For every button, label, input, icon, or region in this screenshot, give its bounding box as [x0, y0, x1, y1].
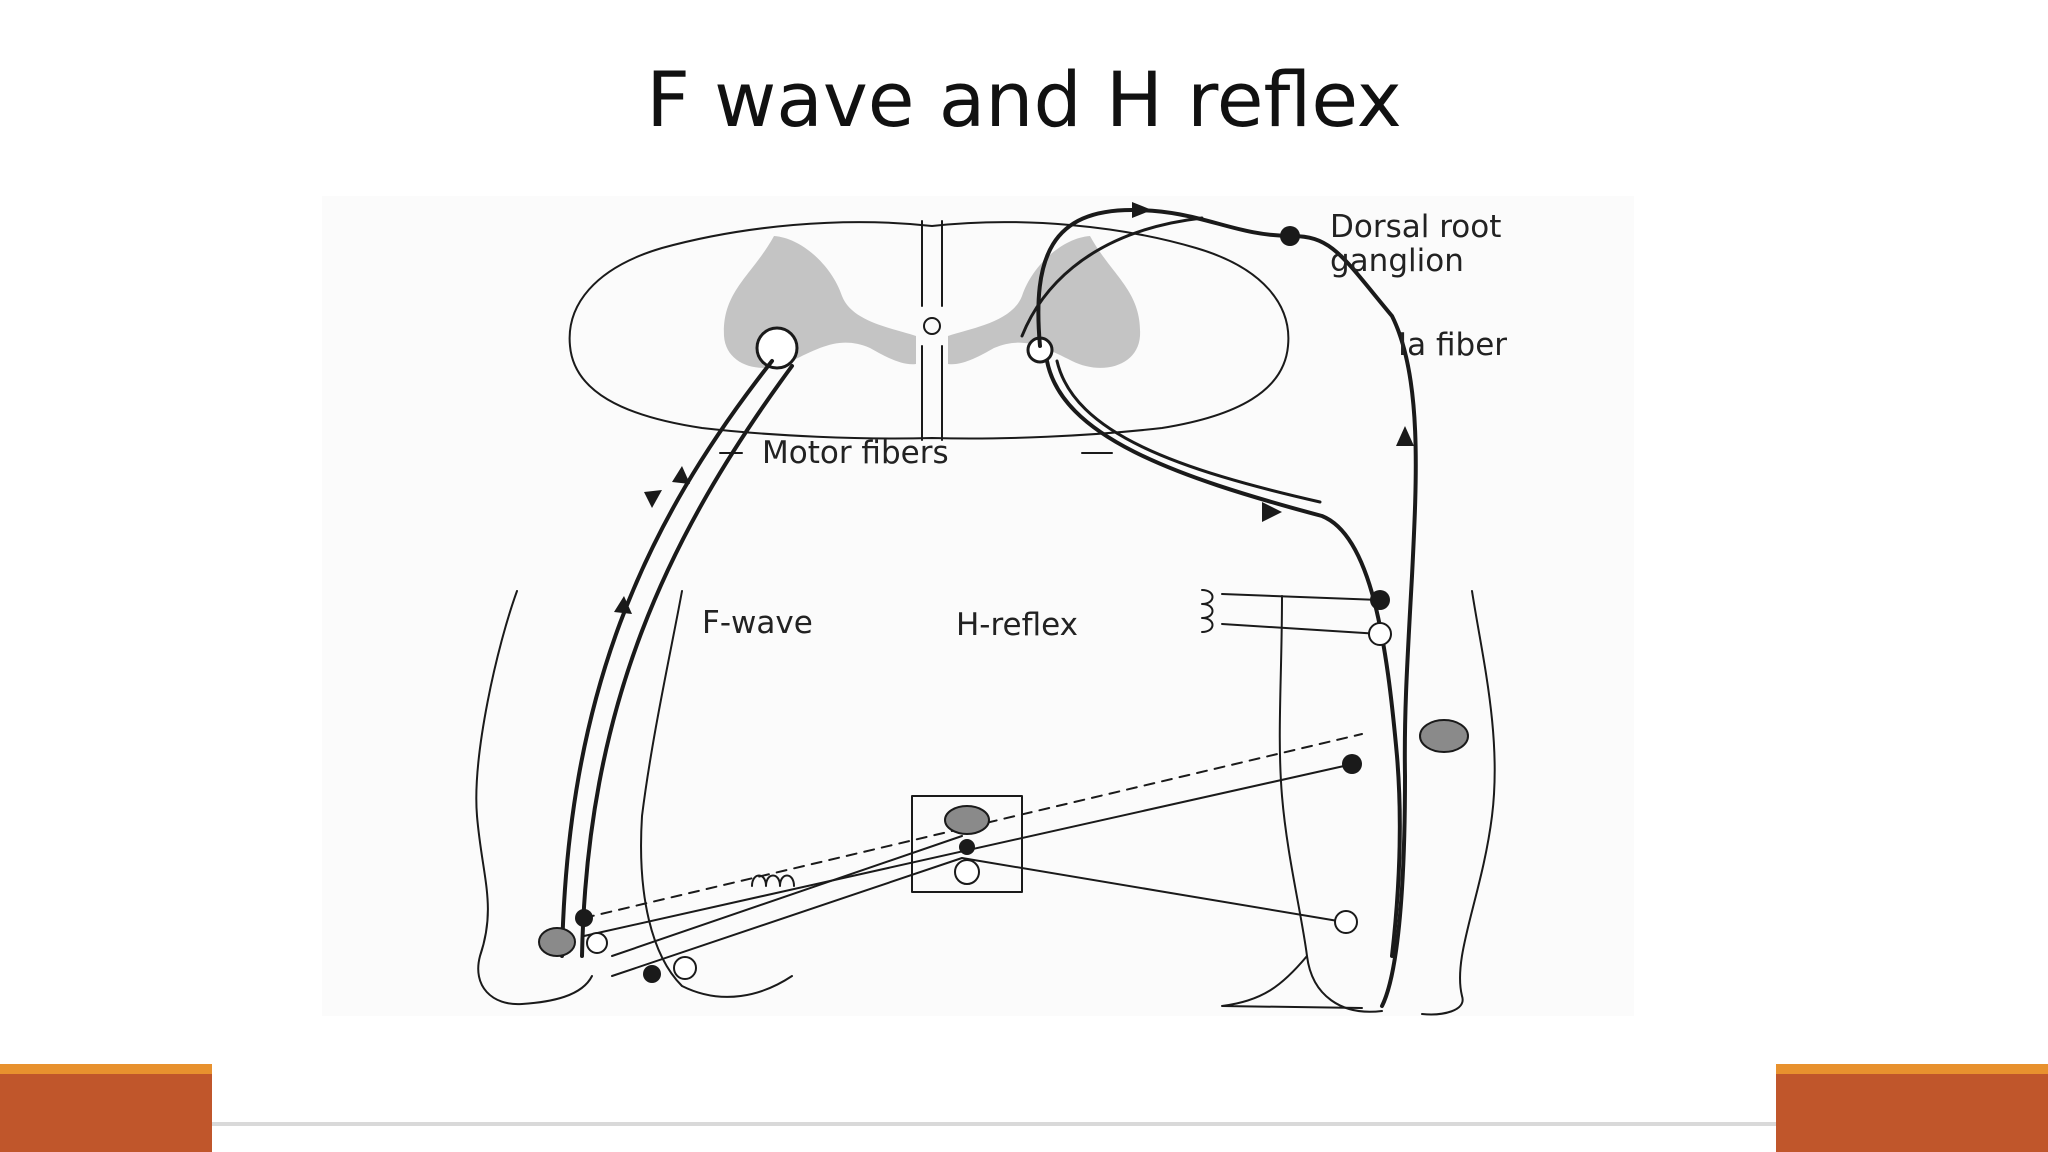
- left-white-node-2: [673, 956, 697, 980]
- arrow-ia-top: [1132, 202, 1152, 218]
- accent-bar-right: [1776, 1064, 2048, 1152]
- neurophysiology-diagram: Dorsal root ganglion Ia fiber Motor fibe…: [322, 196, 1634, 1016]
- left-black-node-1: [575, 909, 593, 927]
- accent-bar-left-body: [0, 1074, 212, 1152]
- accent-bar-left-edge: [0, 1064, 212, 1074]
- ia-fiber: [1036, 208, 1418, 1008]
- dorsal-root: [1020, 216, 1204, 338]
- label-dorsal-root-ganglion: Dorsal root ganglion: [1330, 209, 1502, 279]
- accent-bar-right-edge: [1776, 1064, 2048, 1074]
- left-foot-muscle: [538, 927, 576, 957]
- stimulator-white-electrode: [954, 859, 980, 885]
- arrow-ia-up: [1396, 426, 1414, 446]
- left-leg-outline: [475, 590, 793, 1006]
- label-h-reflex: H-reflex: [956, 607, 1079, 643]
- right-foot-outline: [1221, 955, 1363, 1009]
- slide-title: F wave and H reflex: [646, 55, 1402, 144]
- motor-fiber-inner: [580, 364, 794, 958]
- h-reflex-electrode-coil: [1201, 589, 1214, 633]
- footer-divider: [212, 1122, 1776, 1126]
- stimulator-gray-electrode: [944, 805, 990, 835]
- solid-connection-3: [611, 835, 963, 957]
- motor-fiber-outer: [560, 359, 774, 958]
- accent-bar-left: [0, 1064, 212, 1152]
- gray-matter-right: [948, 236, 1141, 368]
- efferent-to-leg: [1045, 359, 1402, 958]
- efferent-inner: [1055, 359, 1322, 504]
- diagram-drawing: [475, 202, 1496, 1016]
- accent-bar-right-body: [1776, 1074, 2048, 1152]
- right-leg-black-node: [1342, 754, 1362, 774]
- h-reflex-leads: [1221, 593, 1381, 635]
- right-leg-muscle: [1419, 719, 1469, 753]
- dorsal-root-ganglion: [1280, 226, 1300, 246]
- arrow-motor-up-1: [672, 466, 690, 484]
- posterior-median-sulcus: [921, 220, 943, 307]
- label-f-wave: F-wave: [702, 605, 813, 641]
- h-reflex-white-node: [1368, 622, 1392, 646]
- left-black-node-2: [643, 965, 661, 983]
- anterior-median-fissure: [921, 345, 943, 441]
- arrow-motor-down: [644, 490, 662, 508]
- stimulator-black-electrode: [959, 839, 975, 855]
- right-leg-outline: [1278, 590, 1496, 1016]
- gray-matter-left: [723, 236, 916, 368]
- f-wave-electrode-coil: [751, 874, 795, 887]
- spinal-cord-outline: [568, 221, 1290, 440]
- solid-connection-2: [611, 857, 1345, 977]
- stimulator-box: [911, 795, 1023, 893]
- arrow-motor-up-2: [614, 596, 632, 614]
- arrow-efferent: [1262, 502, 1282, 522]
- right-foot-white-node: [1334, 910, 1358, 934]
- label-motor-fibers: Motor fibers: [762, 435, 949, 471]
- left-white-node-1: [586, 932, 608, 954]
- central-canal: [923, 317, 941, 335]
- h-reflex-black-node: [1370, 590, 1390, 610]
- label-ia-fiber: Ia fiber: [1398, 327, 1508, 363]
- motor-neuron-cell: [755, 326, 799, 370]
